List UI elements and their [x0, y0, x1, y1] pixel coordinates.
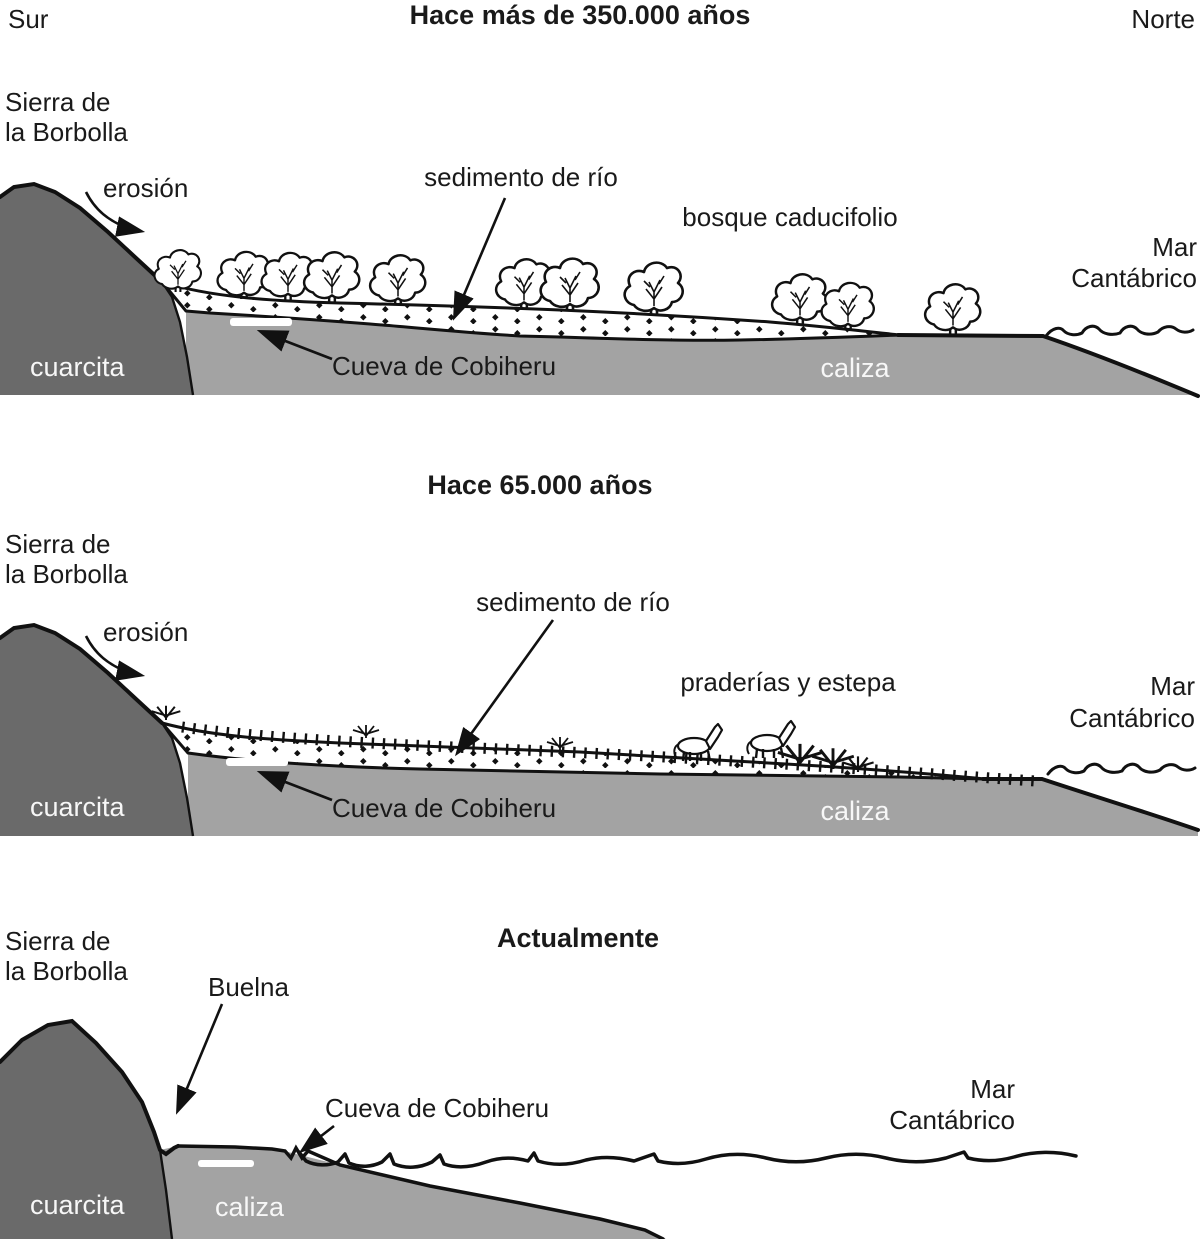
sea-label-line2: Cantábrico [1071, 263, 1197, 293]
wave-line [1044, 324, 1195, 338]
cave-marker [230, 318, 292, 326]
tree-icon [368, 254, 427, 307]
mountain-ridge-line [0, 181, 164, 284]
caliza-rock [186, 311, 1198, 396]
sediment-label: sedimento de río [424, 162, 618, 192]
vegetation-label: praderías y estepa [680, 667, 896, 697]
sea-label-line1: Mar [1150, 671, 1195, 701]
erosion-arrow [84, 635, 146, 681]
tree-icon [770, 273, 829, 326]
sierra-label-line2: la Borbolla [5, 117, 128, 147]
grass-hatching [181, 721, 1036, 787]
cave-label: Cueva de Cobiheru [332, 351, 556, 381]
panel-title: Hace más de 350.000 años [410, 0, 751, 30]
sea-label-line1: Mar [970, 1074, 1015, 1104]
sierra-label-line1: Sierra de [5, 926, 111, 956]
cave-arrow [256, 329, 333, 361]
cave-marker [226, 758, 288, 766]
caliza-label: caliza [820, 353, 890, 383]
sea-label-line1: Mar [1152, 232, 1197, 262]
cave-arrow [256, 770, 333, 802]
grass-tuft-icon [352, 724, 380, 739]
cave-arrow [298, 1124, 335, 1154]
rock-boundary-line [161, 722, 195, 837]
tree-icon [923, 283, 982, 336]
erosion-label: erosión [103, 173, 188, 203]
village-arrow [176, 1003, 224, 1115]
cuarcita-label: cuarcita [30, 1190, 126, 1220]
cuarcita-rock [0, 184, 193, 395]
caliza-label: caliza [215, 1192, 285, 1222]
tree-icon [623, 261, 684, 317]
cuarcita-rock [0, 1021, 172, 1239]
sea-label-line2: Cantábrico [889, 1105, 1015, 1135]
panel-65k: Hace 65.000 años Sierra de la Borbolla e… [0, 470, 1200, 837]
panel-actual: Actualmente Sierra de la Borbolla Buelna… [0, 923, 1078, 1239]
tree-icon [820, 281, 875, 332]
erosion-arrow [84, 191, 146, 237]
mountain-ridge-line [0, 622, 164, 725]
erosion-label: erosión [103, 617, 188, 647]
tree-icon [302, 251, 361, 304]
mountain-ridge-line [0, 1018, 180, 1157]
compass-north: Norte [1131, 4, 1195, 34]
sierra-label-line2: la Borbolla [5, 956, 128, 986]
cave-label: Cueva de Cobiheru [332, 793, 556, 823]
submerged-slope-line [176, 1144, 665, 1239]
caliza-rock [188, 753, 1198, 836]
rock-boundary-line [161, 281, 195, 396]
panel-350k: Sur Hace más de 350.000 años Norte Sierr… [0, 0, 1200, 398]
cuarcita-rock [0, 625, 193, 836]
sediment-layer [160, 721, 987, 781]
caliza-rock [160, 1146, 666, 1239]
sediment-arrow [454, 619, 555, 757]
wave-line [1046, 762, 1197, 776]
caliza-label: caliza [820, 796, 890, 826]
panel-title: Actualmente [497, 923, 659, 953]
village-label: Buelna [208, 972, 289, 1002]
sierra-label-line1: Sierra de [5, 529, 111, 559]
tree-icon [216, 250, 271, 301]
sea-label-line2: Cantábrico [1069, 703, 1195, 733]
coastline [896, 333, 1200, 398]
compass-south: Sur [8, 4, 49, 34]
sediment-arrow [452, 197, 507, 321]
coastline [981, 777, 1200, 832]
vegetation-label: bosque caducifolio [682, 202, 897, 232]
cave-marker [198, 1160, 254, 1167]
sediment-label: sedimento de río [476, 587, 670, 617]
cuarcita-label: cuarcita [30, 352, 126, 382]
tree-icon [539, 257, 600, 313]
cuarcita-label: cuarcita [30, 792, 126, 822]
cave-label: Cueva de Cobiheru [325, 1093, 549, 1123]
sierra-label-line2: la Borbolla [5, 559, 128, 589]
horse-icon [746, 719, 797, 760]
rock-boundary-line [158, 1149, 174, 1239]
sierra-label-line1: Sierra de [5, 87, 111, 117]
panel-title: Hace 65.000 años [427, 470, 652, 500]
wave-line [297, 1150, 1078, 1169]
